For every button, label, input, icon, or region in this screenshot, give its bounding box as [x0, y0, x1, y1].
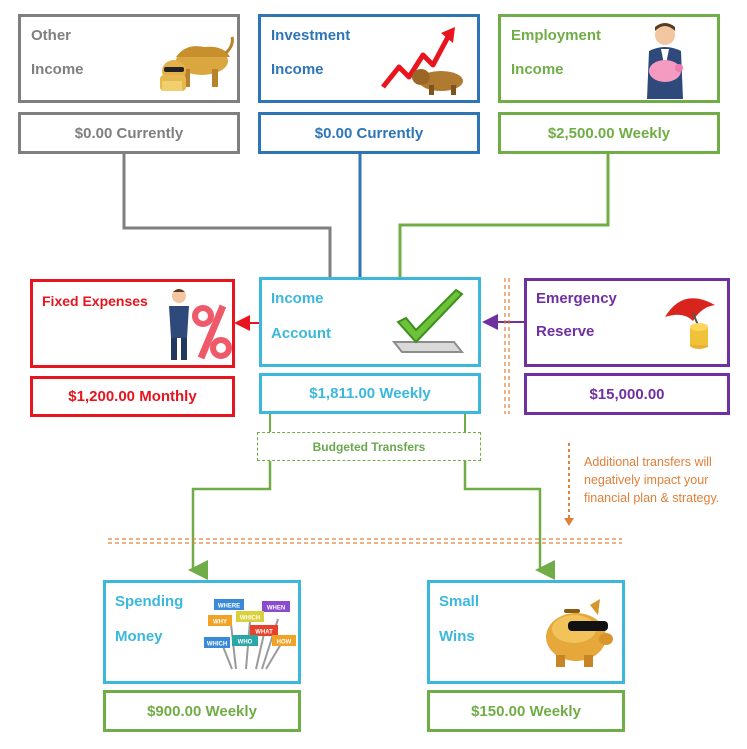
sign-which-top: WHICH: [240, 616, 260, 622]
small-wins-amount: $150.00 Weekly: [427, 690, 625, 732]
other-income-connector: [122, 153, 332, 278]
investment-income-amount: $0.00 Currently: [258, 112, 480, 154]
other-income-box: Other Income: [18, 14, 240, 103]
emergency-reserve-box: Emergency Reserve: [524, 278, 730, 367]
investment-income-box: Investment Income: [258, 14, 480, 103]
golden-bull-icon: [160, 36, 234, 91]
spending-money-title-line1: Spending: [115, 593, 184, 610]
budgeted-transfers-label: Budgeted Transfers: [257, 432, 481, 461]
investment-income-title-line1: Investment: [271, 27, 351, 44]
other-income-amount: $0.00 Currently: [18, 112, 240, 154]
sign-which-bottom: WHICH: [207, 642, 227, 648]
small-wins-box: Small Wins: [427, 580, 625, 684]
fixed-expenses-box: Fixed Expenses: [30, 279, 235, 368]
note-line2: negatively impact your: [584, 473, 709, 487]
sign-what: WHAT: [255, 630, 273, 636]
piggy-bank-with-sunglasses-icon: [546, 599, 613, 667]
small-wins-title-line1: Small: [439, 593, 480, 610]
bull-with-rising-arrow-icon: [381, 27, 463, 95]
businessman-with-piggy-bank-icon: [647, 23, 683, 99]
fixed-expenses-amount: $1,200.00 Monthly: [30, 376, 235, 417]
income-account-title-line1: Income: [271, 290, 324, 307]
income-account-title-line2: Account: [271, 325, 331, 342]
umbrella-over-coins-icon: [665, 298, 715, 349]
small-wins-title-line2: Wins: [439, 628, 475, 645]
other-income-title-line1: Other: [31, 27, 72, 44]
spending-money-box: Spending Money WHERE WHEN WHY WHICH WHAT…: [103, 580, 301, 684]
investment-income-title-line2: Income: [271, 61, 324, 78]
employment-income-connector: [398, 153, 610, 278]
emergency-reserve-amount: $15,000.00: [524, 373, 730, 415]
spending-money-connector: [188, 461, 272, 580]
spending-money-title-line2: Money: [115, 628, 163, 645]
employment-income-amount: $2,500.00 Weekly: [498, 112, 720, 154]
sign-when: WHEN: [267, 606, 285, 612]
income-account-box: Income Account: [259, 277, 481, 367]
sign-why: WHY: [213, 620, 227, 626]
employment-income-box: Employment Income: [498, 14, 720, 103]
employment-income-title-line1: Employment: [511, 27, 602, 44]
fixed-expenses-title: Fixed Expenses: [42, 293, 148, 309]
note-line3: financial plan & strategy.: [584, 491, 720, 505]
other-income-title-line2: Income: [31, 61, 84, 78]
sign-who: WHO: [238, 640, 253, 646]
income-account-amount: $1,811.00 Weekly: [259, 373, 481, 414]
additional-transfers-note: Additional transfers will negatively imp…: [584, 453, 719, 507]
small-wins-connector: [463, 461, 555, 580]
question-word-signs-icon: WHERE WHEN WHY WHICH WHAT HOW WHO WHICH: [204, 599, 296, 670]
employment-income-title-line2: Income: [511, 61, 564, 78]
note-line1: Additional transfers will: [584, 455, 712, 469]
sign-how: HOW: [277, 640, 292, 646]
sign-where: WHERE: [218, 604, 240, 610]
emergency-reserve-title-line1: Emergency: [536, 290, 617, 307]
businessman-with-percent-icon: [169, 289, 232, 360]
checkmark-icon: [391, 288, 465, 353]
emergency-reserve-title-line2: Reserve: [536, 323, 595, 340]
spending-money-amount: $900.00 Weekly: [103, 690, 301, 732]
